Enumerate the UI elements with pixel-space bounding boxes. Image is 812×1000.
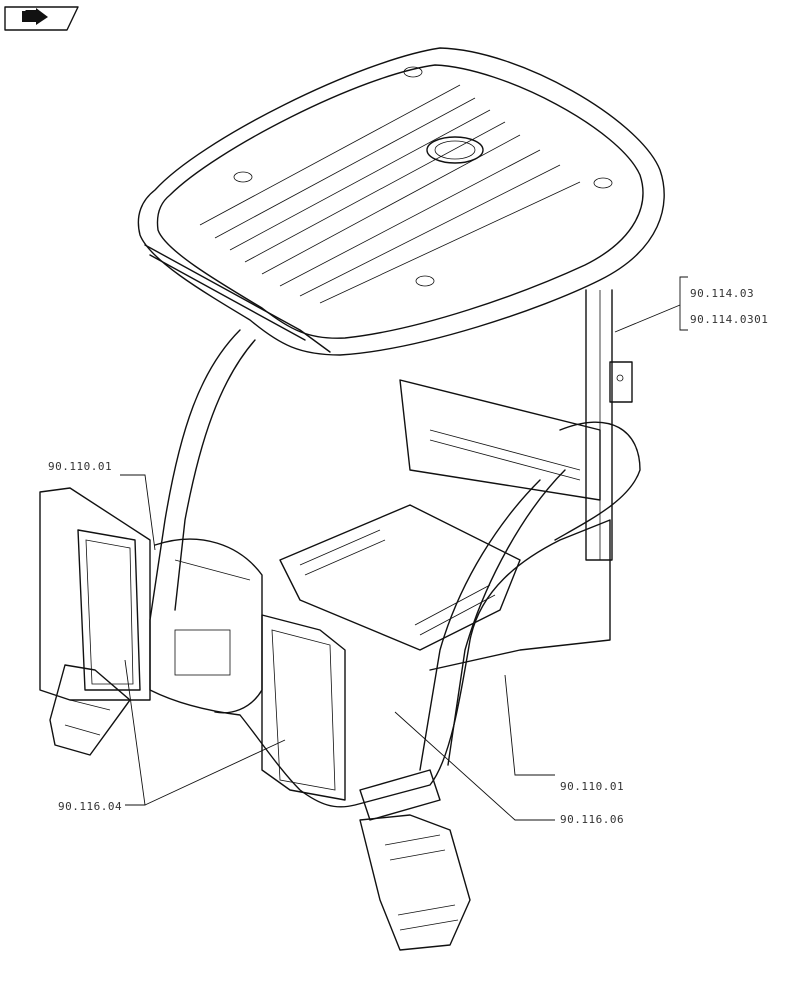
callout-90-110-01-left: 90.110.01 — [48, 460, 112, 473]
left-step-assembly — [39, 487, 151, 756]
callout-90-114-03: 90.114.03 — [690, 287, 754, 300]
rear-post — [585, 289, 633, 561]
nav-badge[interactable] — [4, 6, 79, 31]
callout-90-116-04: 90.116.04 — [58, 800, 122, 813]
callout-90-114-0301: 90.114.0301 — [690, 313, 768, 326]
cab-frame — [149, 329, 641, 808]
cab-roof — [137, 47, 665, 356]
center-door-panel — [261, 614, 346, 801]
callout-90-110-01-right: 90.110.01 — [560, 780, 624, 793]
callout-90-116-06: 90.116.06 — [560, 813, 624, 826]
arrow-right-icon — [22, 8, 48, 25]
callout-leaders — [120, 276, 688, 821]
front-step-assembly — [359, 769, 471, 951]
